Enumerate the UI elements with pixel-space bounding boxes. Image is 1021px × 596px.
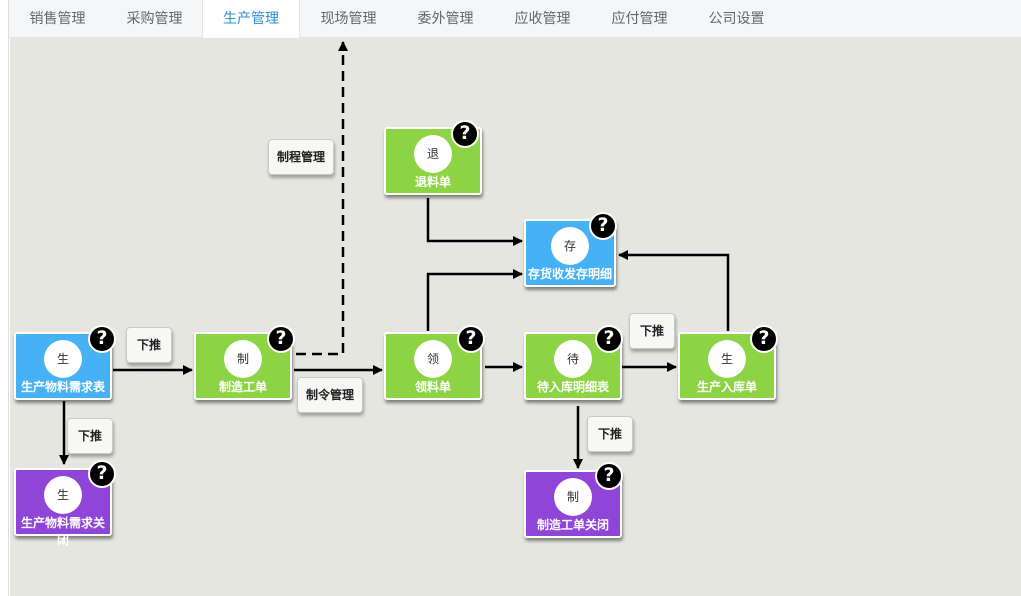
flow-connectors bbox=[59, 41, 730, 469]
module-tab-bar: 销售管理 采购管理 生产管理 现场管理 委外管理 应收管理 应付管理 公司设置 bbox=[9, 0, 1021, 39]
tab-receivables[interactable]: 应收管理 bbox=[514, 11, 571, 27]
help-icon[interactable]: ? bbox=[88, 460, 116, 488]
arrow-return-to-stock bbox=[426, 198, 523, 246]
push-down-button[interactable]: 下推 bbox=[67, 418, 113, 454]
node-label: 待入库明细表 bbox=[536, 380, 609, 394]
node-material-requirement-close[interactable]: 生 生产物料需求关闭 bbox=[14, 468, 112, 547]
arrow-receipt-to-stock bbox=[618, 250, 730, 331]
tab-purchase[interactable]: 采购管理 bbox=[126, 11, 183, 27]
help-icon[interactable]: ? bbox=[88, 325, 116, 353]
tab-company-settings[interactable]: 公司设置 bbox=[708, 11, 765, 27]
help-icon[interactable]: ? bbox=[750, 325, 778, 353]
flow-canvas: 生 生产物料需求表 ? 生 生产物料需求关闭 ? 制 制造工单 ? 退 退料单 … bbox=[10, 38, 1021, 596]
tab-sales[interactable]: 销售管理 bbox=[29, 11, 86, 27]
arrow-issue-to-stock bbox=[426, 269, 523, 331]
node-icon-circle: 制 bbox=[554, 478, 592, 516]
node-icon-circle: 领 bbox=[414, 340, 452, 378]
tab-outsourcing[interactable]: 委外管理 bbox=[417, 11, 474, 27]
node-icon-circle: 制 bbox=[224, 340, 262, 378]
node-label: 生产入库单 bbox=[696, 380, 757, 394]
node-label: 存货收发存明细 bbox=[528, 267, 613, 281]
node-label: 退料单 bbox=[414, 175, 451, 189]
push-down-button[interactable]: 下推 bbox=[126, 327, 172, 363]
node-icon-circle: 生 bbox=[708, 340, 746, 378]
node-label: 领料单 bbox=[414, 380, 451, 394]
tab-payables[interactable]: 应付管理 bbox=[611, 11, 668, 27]
node-icon-circle: 退 bbox=[414, 135, 452, 173]
node-icon-circle: 生 bbox=[44, 340, 82, 378]
node-label: 制造工单关闭 bbox=[536, 518, 609, 532]
process-management-button[interactable]: 制程管理 bbox=[268, 139, 334, 175]
node-material-requirement[interactable]: 生 生产物料需求表 bbox=[14, 332, 112, 400]
node-icon-circle: 生 bbox=[44, 476, 82, 514]
node-manufacturing-order-close[interactable]: 制 制造工单关闭 bbox=[524, 470, 622, 538]
node-label: 生产物料需求关闭 bbox=[20, 516, 105, 547]
help-icon[interactable]: ? bbox=[595, 462, 623, 490]
push-down-button[interactable]: 下推 bbox=[629, 313, 675, 349]
left-edge bbox=[0, 0, 9, 596]
help-icon[interactable]: ? bbox=[451, 120, 479, 148]
node-icon-circle: 待 bbox=[554, 340, 592, 378]
help-icon[interactable]: ? bbox=[457, 325, 485, 353]
help-icon[interactable]: ? bbox=[589, 212, 617, 240]
tab-production[interactable]: 生产管理 bbox=[202, 0, 300, 39]
order-management-button[interactable]: 制令管理 bbox=[297, 377, 363, 413]
arrow-mo-to-process bbox=[296, 41, 348, 356]
node-label: 制造工单 bbox=[218, 380, 267, 394]
push-down-button[interactable]: 下推 bbox=[587, 416, 633, 452]
node-icon-circle: 存 bbox=[551, 227, 589, 265]
help-icon[interactable]: ? bbox=[595, 325, 623, 353]
help-icon[interactable]: ? bbox=[267, 325, 295, 353]
node-label: 生产物料需求表 bbox=[20, 380, 105, 394]
tab-shopfloor[interactable]: 现场管理 bbox=[320, 11, 377, 27]
